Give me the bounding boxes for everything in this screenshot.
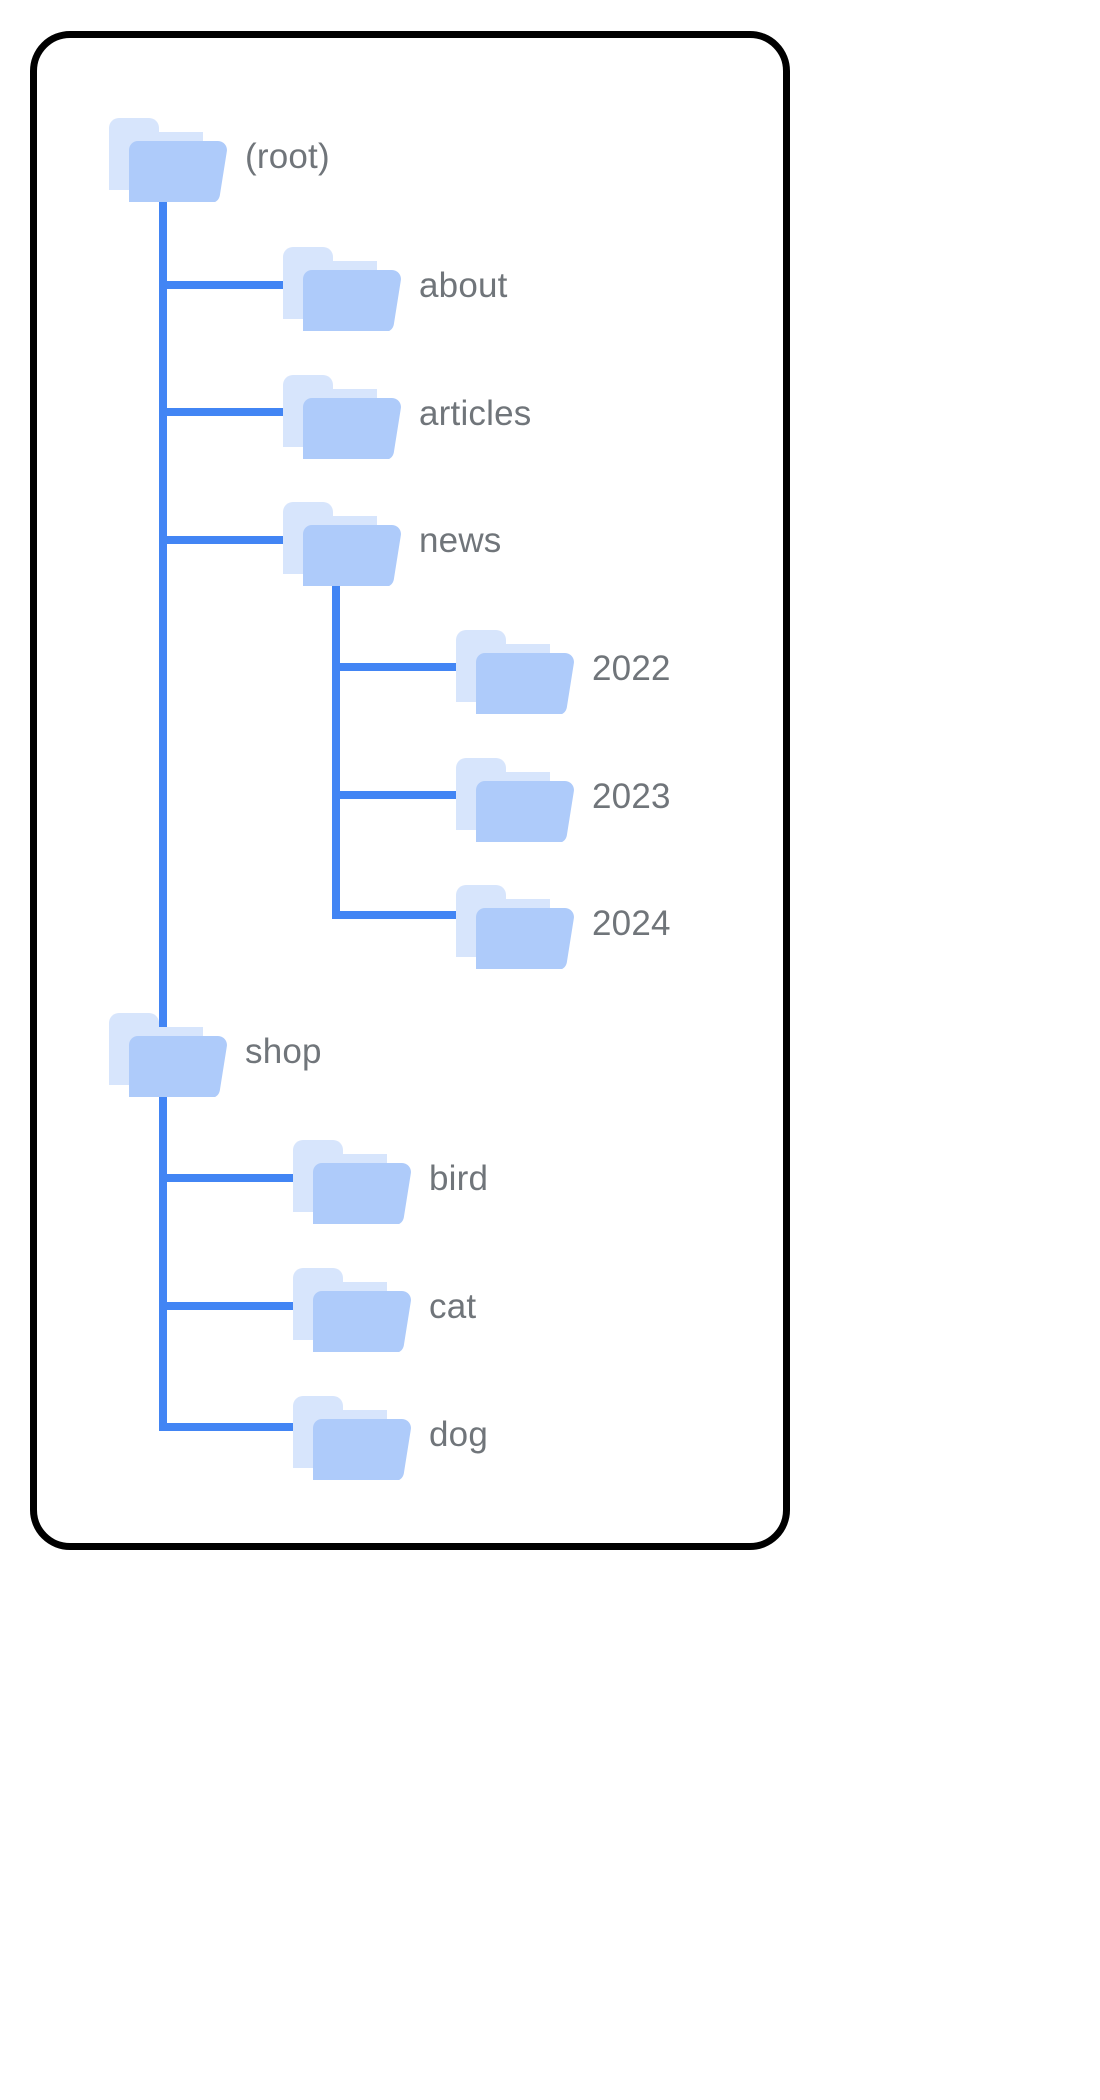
tree-node-cat[interactable]: cat: [291, 1260, 476, 1352]
tree-node-label-about: about: [419, 265, 508, 305]
connector-root-spine: [159, 188, 167, 1428]
tree-node-label-2024: 2024: [592, 903, 671, 943]
tree-node-root[interactable]: (root): [107, 110, 330, 202]
tree-node-label-2023: 2023: [592, 776, 671, 816]
tree-node-label-shop: shop: [245, 1031, 322, 1071]
connector-news-2024: [332, 911, 465, 919]
connector-shop-dog: [159, 1423, 303, 1431]
tree-node-label-2022: 2022: [592, 648, 671, 688]
tree-node-about[interactable]: about: [281, 239, 508, 331]
tree-node-news[interactable]: news: [281, 494, 502, 586]
tree-node-label-cat: cat: [429, 1286, 477, 1326]
folder-icon: [283, 247, 401, 331]
tree-node-2023[interactable]: 2023: [454, 750, 671, 842]
tree-node-label-bird: bird: [429, 1158, 489, 1198]
tree-node-label-news: news: [419, 520, 502, 560]
tree-node-articles[interactable]: articles: [281, 367, 531, 459]
connector-news-2023: [332, 791, 465, 799]
connector-shop-bird: [159, 1174, 303, 1182]
folder-icon: [293, 1268, 411, 1352]
connector-root-about: [159, 281, 293, 289]
folder-icon: [456, 885, 574, 969]
folder-icon: [283, 375, 401, 459]
tree-node-label-dog: dog: [429, 1414, 488, 1454]
connector-shop-cat: [159, 1302, 303, 1310]
folder-icon: [456, 758, 574, 842]
tree-node-label-articles: articles: [419, 393, 532, 433]
tree-node-2024[interactable]: 2024: [454, 877, 671, 969]
connector-news-2022: [332, 663, 465, 671]
folder-icon: [293, 1140, 411, 1224]
folder-icon: [109, 1013, 227, 1097]
connector-shop-spine: [159, 1083, 167, 1431]
folder-icon: [283, 502, 401, 586]
connector-root-news: [159, 536, 293, 544]
tree-node-bird[interactable]: bird: [291, 1132, 488, 1224]
folder-icon: [109, 118, 227, 202]
tree-node-2022[interactable]: 2022: [454, 622, 671, 714]
connector-news-spine: [332, 570, 340, 919]
folder-icon: [293, 1396, 411, 1480]
folder-icon: [456, 630, 574, 714]
tree-node-shop[interactable]: shop: [107, 1005, 322, 1097]
connector-root-articles: [159, 408, 293, 416]
tree-card: (root) about articles: [30, 31, 790, 1550]
tree-node-dog[interactable]: dog: [291, 1388, 488, 1480]
tree-node-label-root: (root): [245, 136, 330, 176]
